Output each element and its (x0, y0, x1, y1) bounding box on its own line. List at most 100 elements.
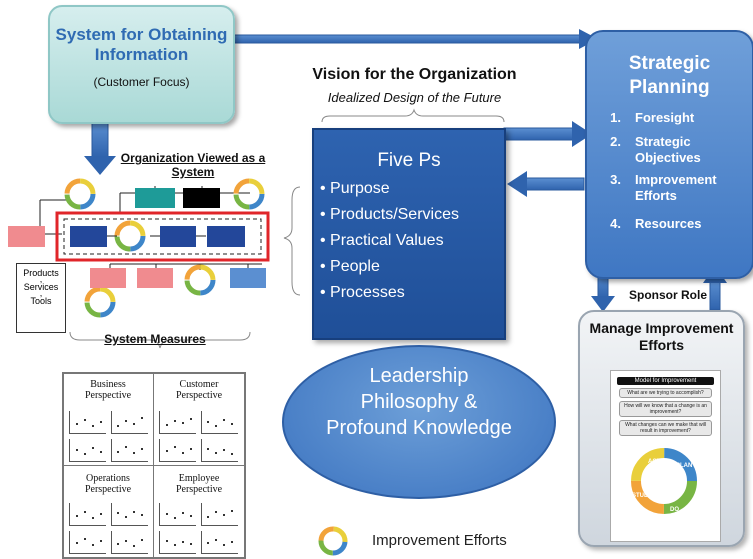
org-box-navy (70, 226, 107, 247)
strategic-item-num: 4. (610, 216, 621, 231)
model-question: What changes can we make that will resul… (619, 420, 712, 436)
mini-run-chart (201, 411, 238, 434)
strategic-item-label: Strategic Objectives (635, 134, 701, 165)
fiveps-to-strategic-arrow (503, 121, 592, 147)
strategic-item: 1. Foresight (587, 110, 752, 126)
org-box-navy (207, 226, 245, 247)
pdsa-cycle-icon: ACT PLAN STUDY DO (631, 448, 697, 514)
tools-item: Products (23, 268, 59, 278)
strategic-item: 4. Resources (587, 216, 752, 232)
model-question: What are we trying to accomplish? (619, 388, 712, 398)
perspective-label: Customer Perspective (175, 379, 223, 401)
mini-run-chart (69, 503, 106, 526)
vision-subtitle: Idealized Design of the Future (327, 90, 502, 105)
mini-run-chart (111, 411, 148, 434)
mini-run-chart (111, 439, 148, 462)
five-ps-item: • Processes (320, 284, 405, 301)
strategic-item-label: Improvement Efforts (635, 172, 717, 203)
five-ps-list: • Purpose • Products/Services • Practica… (320, 176, 504, 306)
mini-run-chart (201, 503, 238, 526)
improvement-cycle-icon (64, 178, 96, 210)
system-info-box: System for Obtaining Information (Custom… (48, 5, 235, 124)
tools-box: Products , Services , Tools (16, 263, 66, 333)
five-ps-item-label: People (330, 258, 380, 275)
strategic-item-label: Resources (635, 216, 702, 231)
tools-item: , (39, 274, 43, 284)
fiveps-bracket (283, 186, 301, 296)
mini-run-chart (201, 531, 238, 554)
pdsa-label: STUDY (632, 493, 652, 499)
leadership-text: Leadership Philosophy & Profound Knowled… (326, 365, 512, 439)
tools-item: Services (23, 282, 59, 292)
tools-item: , (39, 288, 43, 298)
improvement-cycle-icon (233, 178, 265, 210)
sponsor-role-label: Sponsor Role (628, 288, 707, 302)
strategic-item: 3. Improvement Efforts (587, 172, 752, 204)
improvement-cycle-icon (184, 264, 216, 296)
pdsa-label: ACT (648, 459, 661, 465)
five-ps-item: • Products/Services (320, 206, 459, 223)
vision-bracket (321, 108, 505, 123)
measures-grid: Business Perspective Customer Perspectiv… (62, 372, 246, 559)
five-ps-item-label: Processes (330, 284, 405, 301)
mini-run-chart (69, 531, 106, 554)
org-box-pink (137, 268, 173, 288)
improvement-cycle-icon (84, 286, 116, 318)
perspective-label: Operations Perspective (84, 473, 132, 495)
model-for-improvement: Model for Improvement What are we trying… (610, 370, 721, 542)
org-box-steel (230, 268, 266, 288)
info-to-strategic-arrow (230, 29, 598, 49)
org-box-navy (160, 226, 196, 247)
five-ps-item-label: Products/Services (330, 206, 459, 223)
org-box-black (183, 188, 220, 208)
measures-bracket (69, 331, 251, 349)
system-measures-label: System Measures (104, 332, 206, 346)
mini-run-chart (159, 531, 196, 554)
strategic-item-num: 1. (610, 110, 621, 125)
org-dashed-frame (63, 218, 262, 255)
mini-run-chart (69, 411, 106, 434)
strategic-item-num: 2. (610, 134, 621, 149)
mini-run-chart (159, 411, 196, 434)
info-down-arrow (84, 121, 116, 175)
legend-cycle-icon (318, 526, 348, 556)
org-box-teal (135, 188, 175, 208)
five-ps-box: Five Ps • Purpose • Products/Services • … (312, 128, 506, 340)
strategic-list: 1. Foresight 2. Strategic Objectives 3. Imp… (587, 110, 752, 232)
five-ps-item: • People (320, 258, 380, 275)
perspective-label: Employee Perspective (175, 473, 223, 495)
model-question: How will we know that a change is an imp… (619, 401, 712, 417)
org-frame (55, 211, 270, 262)
improvement-cycle-icon (114, 220, 146, 252)
mini-run-chart (111, 503, 148, 526)
org-box-pink (90, 268, 126, 288)
mini-run-chart (69, 439, 106, 462)
five-ps-item-label: Practical Values (330, 232, 444, 249)
system-info-subtitle: (Customer Focus) (93, 75, 190, 89)
strategic-item-label: Foresight (635, 110, 695, 125)
leadership-ellipse: Leadership Philosophy & Profound Knowled… (282, 345, 556, 499)
five-ps-item: • Practical Values (320, 232, 444, 249)
mini-run-chart (159, 439, 196, 462)
strategic-to-fiveps-arrow (507, 171, 585, 197)
system-info-title: System for Obtaining Information (55, 25, 228, 64)
five-ps-item-label: Purpose (330, 180, 390, 197)
perspective-label: Business Perspective (84, 379, 132, 401)
manage-title: Manage Improvement Efforts (589, 320, 734, 353)
five-ps-title: Five Ps (377, 150, 441, 171)
five-ps-item: • Purpose (320, 180, 390, 197)
strategic-item: 2. Strategic Objectives (587, 134, 752, 166)
strategic-title: Strategic Planning (628, 53, 711, 98)
mini-run-chart (111, 531, 148, 554)
pdsa-label: DO (670, 507, 679, 513)
strategic-item-num: 3. (610, 172, 621, 187)
strategic-planning-box: Strategic Planning 1. Foresight 2. Strateg… (585, 30, 753, 279)
legend-label: Improvement Efforts (372, 532, 507, 549)
mini-run-chart (201, 439, 238, 462)
mini-run-chart (159, 503, 196, 526)
pdsa-label: PLAN (676, 463, 692, 469)
model-title: Model for Improvement (617, 377, 714, 385)
vision-title: Vision for the Organization (312, 66, 517, 83)
org-system-label: Organization Viewed as a System (120, 151, 266, 179)
